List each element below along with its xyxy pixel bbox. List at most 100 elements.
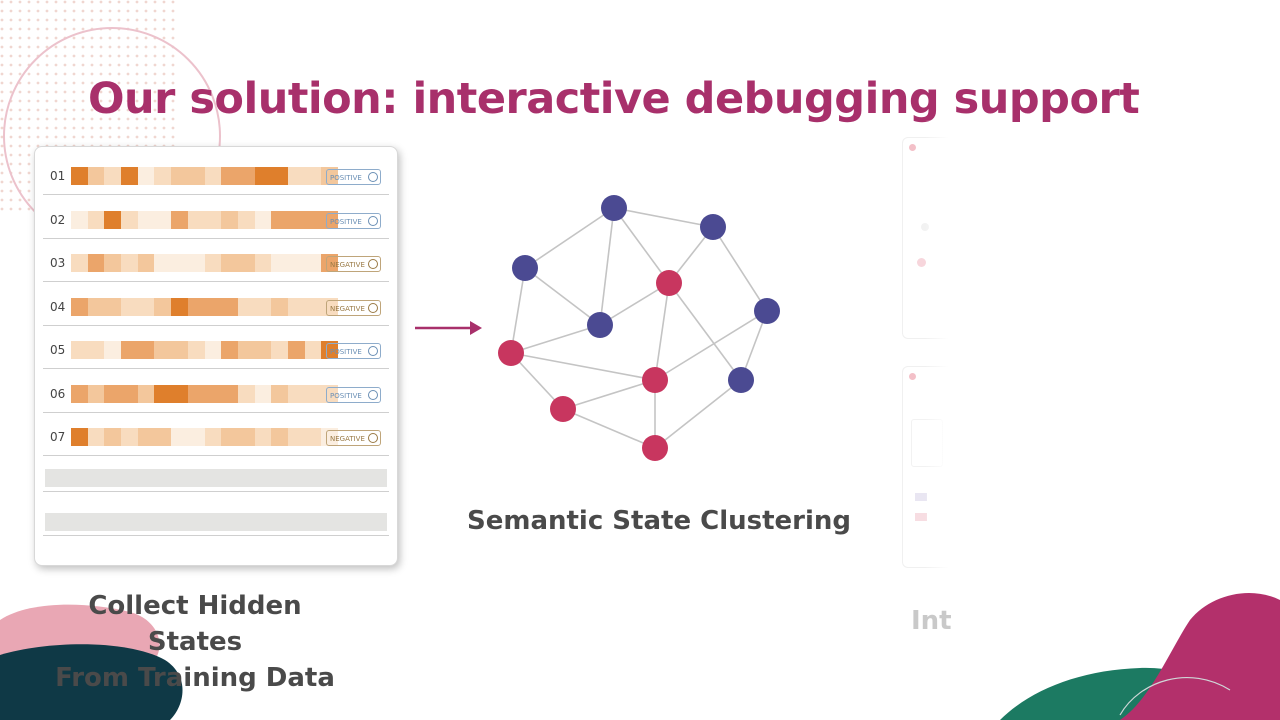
graph-node-blue — [754, 298, 780, 324]
activation-cell — [154, 341, 172, 359]
activation-cell — [171, 297, 188, 316]
activation-cell — [237, 428, 255, 446]
activation-cell — [271, 210, 288, 229]
sentiment-badge: POSITIVE — [326, 212, 381, 229]
activation-cell — [237, 254, 255, 272]
activation-cells — [71, 297, 338, 316]
activation-cell — [104, 428, 122, 446]
caption-partial-faded: Int — [911, 606, 952, 636]
activation-cell — [137, 210, 155, 229]
activation-cell — [321, 428, 338, 446]
sentiment-label: POSITIVE — [330, 174, 362, 182]
graph-edge — [613, 207, 714, 228]
activation-cell — [71, 210, 88, 229]
graph-edge — [562, 408, 656, 449]
activation-cell — [87, 210, 105, 229]
activation-cell — [254, 210, 272, 229]
activation-cell — [237, 167, 255, 185]
activation-cell — [154, 210, 172, 229]
activation-cell — [321, 167, 338, 185]
activation-cell — [187, 254, 205, 272]
activation-cell — [171, 167, 188, 185]
row-divider — [43, 535, 389, 536]
activation-cell — [121, 341, 138, 359]
activation-cell — [104, 210, 122, 229]
activation-cell — [254, 428, 272, 446]
activation-cell — [87, 297, 105, 316]
frown-icon — [368, 259, 378, 269]
activation-cell — [121, 384, 138, 403]
activation-cell — [287, 210, 305, 229]
activation-cell — [271, 254, 288, 272]
activation-cell — [121, 428, 138, 446]
caption-semantic-state-clustering: Semantic State Clustering — [467, 506, 852, 536]
graph-node-blue — [728, 367, 754, 393]
graph-node-blue — [601, 195, 627, 221]
hidden-state-row: 02 POSITIVE — [43, 195, 389, 239]
smile-icon — [368, 172, 378, 182]
smile-icon — [368, 346, 378, 356]
graph-edge — [599, 282, 670, 326]
row-divider — [43, 491, 389, 492]
row-number: 02 — [50, 212, 66, 227]
row-number: 05 — [50, 343, 66, 357]
sentiment-badge: NEGATIVE — [326, 299, 381, 316]
activation-cell — [287, 428, 305, 446]
activation-cell — [104, 341, 122, 359]
activation-cell — [121, 297, 138, 316]
caption-line-2: From Training Data — [55, 663, 335, 693]
sentiment-label: POSITIVE — [330, 348, 362, 356]
activation-cell — [271, 297, 288, 316]
activation-cell — [221, 384, 238, 403]
activation-cell — [304, 167, 322, 185]
placeholder-bar — [45, 513, 387, 531]
activation-cell — [204, 210, 222, 229]
activation-cell — [321, 341, 338, 359]
caption-line-1: Collect Hidden States — [88, 591, 302, 657]
activation-cell — [221, 167, 238, 185]
activation-cell — [321, 210, 338, 229]
activation-cell — [154, 384, 172, 403]
activation-cells — [71, 341, 338, 359]
frown-icon — [368, 302, 378, 313]
activation-cell — [321, 297, 338, 316]
sentiment-badge: NEGATIVE — [326, 256, 381, 272]
activation-cell — [304, 210, 322, 229]
activation-cell — [237, 297, 255, 316]
activation-cell — [154, 254, 172, 272]
activation-cell — [254, 254, 272, 272]
row-number: 04 — [50, 299, 66, 314]
activation-cell — [187, 341, 205, 359]
activation-cell — [187, 384, 205, 403]
graph-node-blue — [700, 214, 726, 240]
graph-edge — [654, 379, 742, 449]
placeholder-bar — [45, 469, 387, 487]
activation-cell — [137, 167, 155, 185]
activation-cell — [87, 428, 105, 446]
activation-cell — [71, 254, 88, 272]
activation-cell — [154, 428, 172, 446]
graph-edge — [562, 379, 656, 410]
sentiment-label: NEGATIVE — [330, 261, 365, 269]
activation-cell — [104, 297, 122, 316]
graph-edge — [599, 207, 615, 326]
caption-collect-hidden-states: Collect Hidden States From Training Data — [40, 588, 350, 696]
graph-node-red — [642, 435, 668, 461]
graph-node-blue — [587, 312, 613, 338]
sentiment-label: NEGATIVE — [330, 435, 365, 443]
activation-cell — [304, 428, 322, 446]
activation-cell — [304, 254, 322, 272]
sentiment-label: POSITIVE — [330, 217, 362, 226]
graph-edge — [524, 267, 601, 326]
activation-cells — [71, 210, 338, 229]
activation-cell — [321, 254, 338, 272]
sentiment-badge: NEGATIVE — [326, 430, 381, 446]
activation-cells — [71, 428, 338, 446]
activation-cell — [237, 384, 255, 403]
activation-cell — [104, 167, 122, 185]
graph-node-blue — [512, 255, 538, 281]
magenta-blob — [1120, 592, 1280, 720]
graph-node-red — [642, 367, 668, 393]
